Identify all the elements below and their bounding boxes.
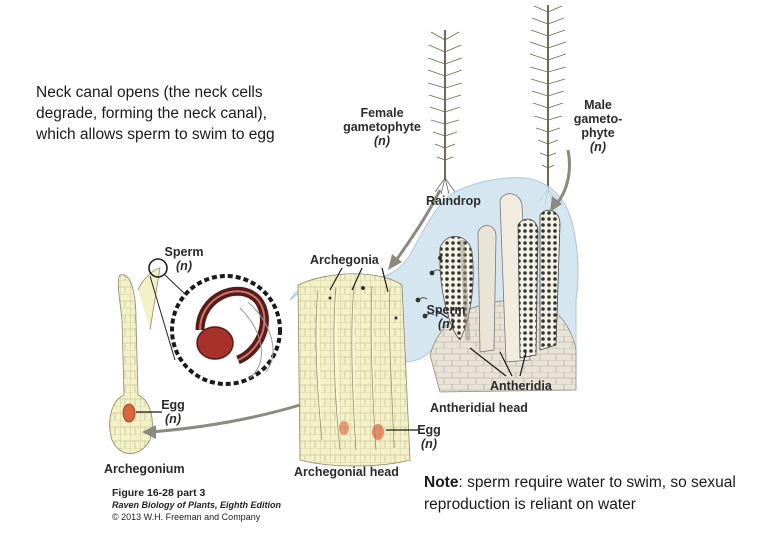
swimming-sperm xyxy=(415,255,442,319)
archegonia-label: Archegonia xyxy=(310,253,379,267)
sperm-magnified-circle xyxy=(149,274,282,386)
female-gametophyte-plant xyxy=(427,30,463,195)
egg-right-label: Egg (n) xyxy=(414,423,444,451)
egg-right-text: Egg xyxy=(417,423,441,437)
female-gametophyte-text: Female gametophyte xyxy=(343,106,421,134)
note-bold: Note xyxy=(424,474,459,491)
female-ploidy-text: (n) xyxy=(374,134,390,148)
sperm-right-label: Sperm (n) xyxy=(426,303,466,331)
male-gametophyte-line1: Male xyxy=(584,98,612,112)
sperm-right-text: Sperm xyxy=(426,303,466,317)
arrowheads xyxy=(142,196,562,439)
male-gametophyte-line3: phyte xyxy=(581,126,615,140)
sperm-left-label: Sperm (n) xyxy=(164,245,204,273)
archegonial-head xyxy=(297,273,411,467)
egg-right-ploidy: (n) xyxy=(421,437,437,451)
raindrop-label: Raindrop xyxy=(426,194,481,208)
sperm-right-ploidy: (n) xyxy=(438,317,454,331)
antheridia-label: Antheridia xyxy=(490,379,552,393)
archegonium-label: Archegonium xyxy=(104,462,185,476)
sperm-left-ploidy: (n) xyxy=(176,259,192,273)
note-body: : sperm require water to swim, so sexual… xyxy=(424,474,736,513)
male-gametophyte-line2: gameto- xyxy=(573,112,623,126)
figure-source: Raven Biology of Plants, Eighth Edition xyxy=(112,500,282,510)
male-ploidy-text: (n) xyxy=(590,140,606,154)
male-gametophyte-label: Male gameto- phyte (n) xyxy=(568,98,628,154)
note-text: Note: sperm require water to swim, so se… xyxy=(424,472,754,516)
female-gametophyte-label: Female gametophyte (n) xyxy=(338,106,426,148)
archegonium-illustration xyxy=(109,258,168,454)
egg-left-label: Egg (n) xyxy=(158,398,188,426)
egg-left-text: Egg xyxy=(161,398,185,412)
figure-caption: Figure 16-28 part 3 Raven Biology of Pla… xyxy=(112,487,281,523)
male-gametophyte-plant xyxy=(529,5,567,205)
figure-title: Figure 16-28 part 3 xyxy=(112,487,206,499)
antheridial-head xyxy=(429,193,577,393)
antheridial-head-label: Antheridial head xyxy=(430,401,528,415)
figure-copyright: © 2013 W.H. Freeman and Company xyxy=(112,512,261,522)
process-arrows xyxy=(149,149,571,434)
intro-text: Neck canal opens (the neck cells degrade… xyxy=(36,84,275,143)
leader-lines xyxy=(136,267,527,431)
egg-left-ploidy: (n) xyxy=(165,412,181,426)
sperm-left-text: Sperm xyxy=(164,245,204,259)
archegonial-head-label: Archegonial head xyxy=(294,465,399,479)
